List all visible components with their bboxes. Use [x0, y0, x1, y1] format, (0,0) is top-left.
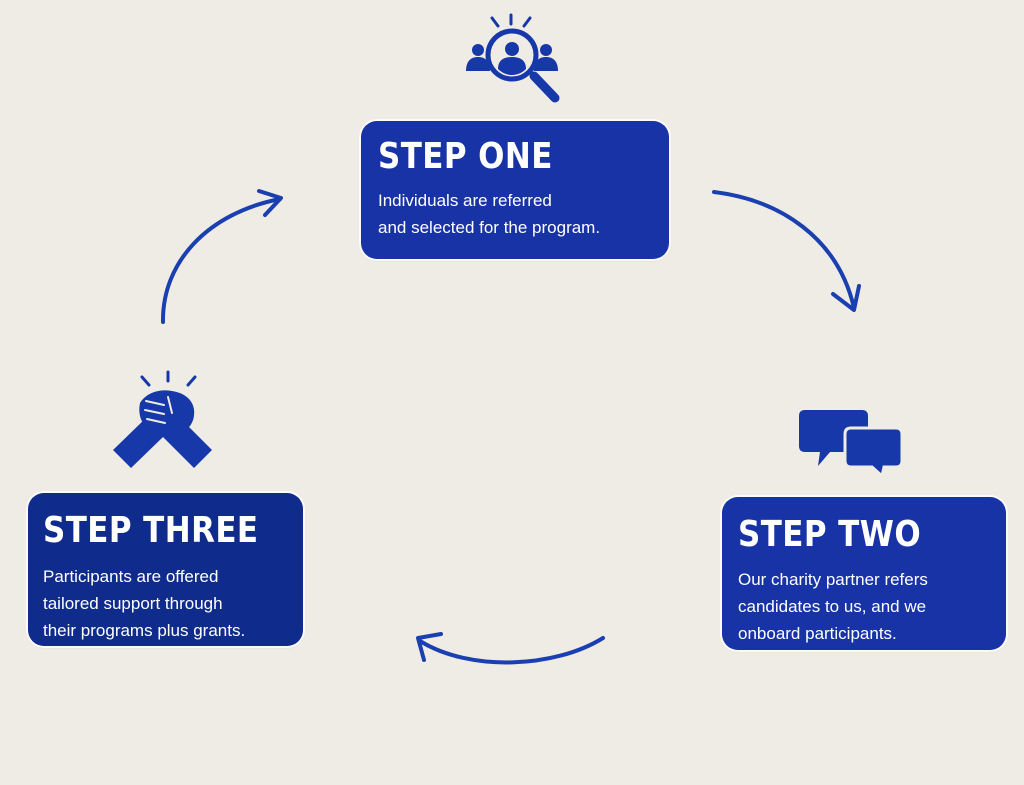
step-one-description: Individuals are referred and selected fo…: [378, 187, 653, 241]
step-one-card: STEP ONE Individuals are referred and se…: [361, 121, 669, 259]
step-two-line: onboard participants.: [738, 624, 897, 643]
step-three-title: STEP THREE: [43, 510, 259, 551]
chat-bubbles-icon: [799, 410, 904, 479]
step-three-line: Participants are offered: [43, 567, 219, 586]
arrow-three-to-one: [160, 189, 283, 324]
step-two-title: STEP TWO: [738, 514, 922, 555]
user-search-icon: [466, 13, 560, 103]
step-one-line: Individuals are referred: [378, 191, 552, 210]
step-three-line: tailored support through: [43, 594, 223, 613]
arrow-two-to-three: [416, 632, 605, 665]
step-two-line: candidates to us, and we: [738, 597, 927, 616]
step-one-line: and selected for the program.: [378, 218, 601, 237]
arrow-one-to-two: [712, 190, 861, 312]
step-one-title: STEP ONE: [378, 136, 553, 177]
step-three-description: Participants are offered tailored suppor…: [43, 563, 289, 644]
step-two-line: Our charity partner refers: [738, 570, 928, 589]
step-three-card: STEP THREE Participants are offered tail…: [28, 493, 303, 646]
step-two-description: Our charity partner refers candidates to…: [738, 566, 990, 647]
step-three-line: their programs plus grants.: [43, 621, 246, 640]
step-two-card: STEP TWO Our charity partner refers cand…: [722, 497, 1006, 650]
handshake-icon: [113, 370, 212, 468]
